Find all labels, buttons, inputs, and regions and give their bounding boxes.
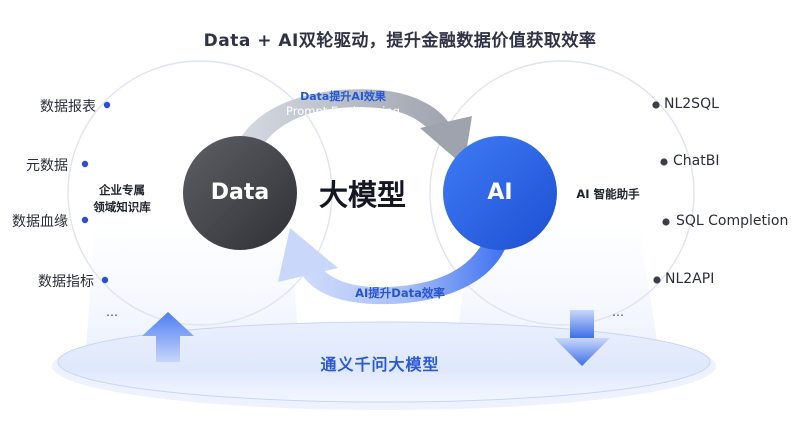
right-assistant-circle — [429, 60, 695, 326]
up-arrow — [142, 312, 194, 362]
right-dot — [652, 101, 660, 109]
bottom-arc-arrow-head — [278, 228, 338, 282]
right-dot — [662, 218, 670, 226]
base-platform-label: 通义千问大模型 — [320, 355, 440, 374]
right-item-nl2api: NL2API — [665, 271, 715, 287]
top-arrow-label: Data提升AI效果 — [300, 90, 386, 103]
center-llm-label: 大模型 — [319, 178, 407, 212]
left-caption-line1: 企业专属 — [99, 183, 145, 197]
left-item-metadata: 元数据 — [26, 158, 68, 174]
right-dot — [660, 158, 668, 166]
data-node — [183, 136, 297, 250]
ai-node — [443, 136, 557, 250]
down-arrow — [570, 310, 594, 338]
right-dot — [653, 276, 661, 284]
ai-node-label: AI — [487, 180, 513, 205]
left-dot — [81, 160, 89, 168]
right-ellipsis: … — [612, 305, 625, 319]
top-arrow-sublabel: Prompt Engineering — [286, 104, 400, 118]
left-dot — [101, 276, 109, 284]
left-knowledge-circle — [67, 60, 333, 326]
diagram-title: Data + AI双轮驱动，提升金融数据价值获取效率 — [203, 31, 597, 51]
left-item-reports: 数据报表 — [40, 99, 96, 115]
down-arrow-head — [554, 338, 610, 366]
base-platform — [57, 321, 711, 403]
right-item-sql-completion: SQL Completion — [676, 213, 789, 229]
right-caption: AI 智能助手 — [576, 187, 640, 201]
left-dot — [81, 216, 89, 224]
data-node-label: Data — [210, 180, 270, 205]
right-item-nl2sql: NL2SQL — [664, 96, 719, 112]
left-dot — [103, 101, 111, 109]
left-ellipsis: … — [106, 305, 119, 319]
left-item-lineage: 数据血缘 — [12, 214, 68, 230]
right-item-chatbi: ChatBI — [673, 153, 720, 169]
bottom-arrow-label: AI提升Data效率 — [355, 286, 445, 300]
left-caption-line2: 领域知识库 — [93, 200, 151, 214]
left-item-indicators: 数据指标 — [38, 274, 94, 290]
top-arc-arrow-body — [236, 89, 452, 150]
bottom-arc-arrow-body — [300, 236, 508, 305]
